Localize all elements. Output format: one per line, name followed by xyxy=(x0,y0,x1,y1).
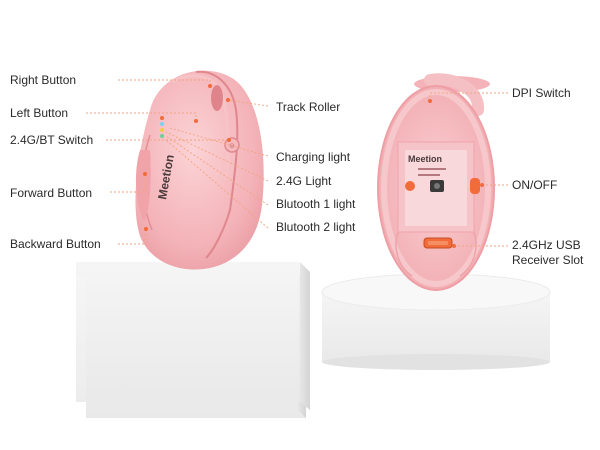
brand-logo-bottom: Meetion xyxy=(408,154,442,164)
label-24g-bt-switch: 2.4G/BT Switch xyxy=(10,133,94,147)
leader-dots xyxy=(143,84,484,248)
label-left-button: Left Button xyxy=(10,106,69,120)
leader-lines xyxy=(86,79,508,247)
label-backward-button: Backward Button xyxy=(10,237,101,251)
label-24g-light: 2.4G Light xyxy=(276,174,332,188)
label-track-roller: Track Roller xyxy=(276,100,341,114)
label-bt1-light: Blutooth 1 light xyxy=(276,197,356,211)
right-pedestal xyxy=(321,273,551,370)
label-charging-light: Charging light xyxy=(276,150,351,164)
label-bt2-light: Blutooth 2 light xyxy=(276,220,356,234)
label-on-off: ON/OFF xyxy=(512,178,558,192)
mouse-bottom-view: Meetion xyxy=(377,73,495,291)
label-receiver-line1: 2.4GHz USB xyxy=(512,238,581,252)
label-receiver-slot: 2.4GHz USB Receiver Slot xyxy=(512,238,583,268)
label-receiver-line2: Receiver Slot xyxy=(512,253,584,267)
label-forward-button: Forward Button xyxy=(10,186,93,200)
label-right-button: Right Button xyxy=(10,73,77,87)
left-pedestal xyxy=(76,262,310,418)
mouse-side-view: ⊜ Meetion xyxy=(135,70,264,270)
label-dpi-switch: DPI Switch xyxy=(512,86,571,100)
